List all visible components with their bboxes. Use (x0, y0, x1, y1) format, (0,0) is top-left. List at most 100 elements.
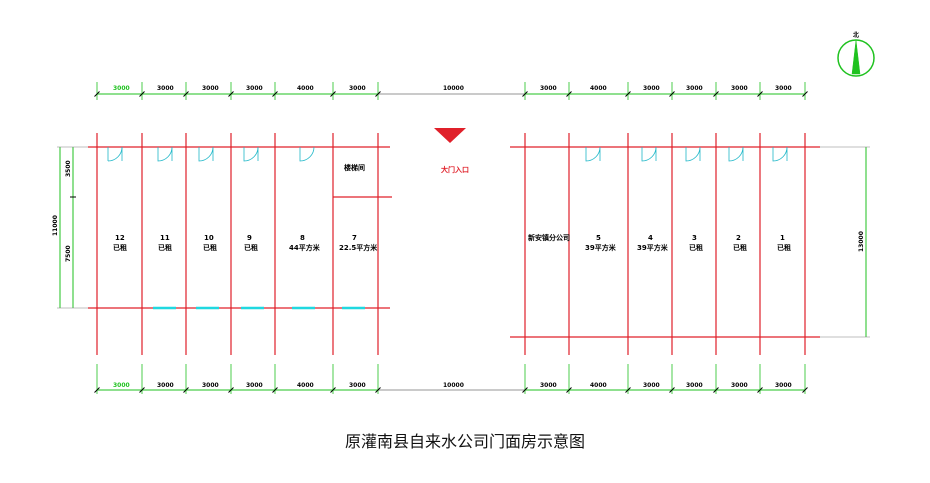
right-building (510, 133, 820, 355)
left-dim-total: 11000 (52, 215, 59, 236)
door-swing-icon (641, 146, 657, 162)
room-8-status: 44平方米 (289, 243, 321, 252)
bottom-dim-10: 3000 (643, 382, 660, 389)
room-8-number: 8 (300, 234, 305, 242)
dimension-tick (669, 91, 675, 97)
door-swing-icon (107, 146, 123, 162)
room-4-number: 4 (648, 234, 653, 242)
room-4-status: 39平方米 (637, 243, 669, 252)
top-dim-7: 10000 (443, 85, 464, 92)
left-dim-upper: 3500 (65, 160, 72, 177)
bottom-dim-6: 3000 (349, 382, 366, 389)
dimension-tick (330, 91, 336, 97)
dimension-tick (272, 91, 278, 97)
entrance-label: 大门入口 (441, 165, 469, 174)
bottom-dim-7: 10000 (443, 382, 464, 389)
bottom-dim-1: 3000 (113, 382, 130, 389)
top-dim-6: 3000 (349, 85, 366, 92)
bottom-dim-8: 3000 (540, 382, 557, 389)
room-1-number: 1 (780, 234, 785, 242)
room-1-status: 已租 (777, 243, 791, 252)
dimension-tick (713, 387, 719, 393)
dimension-tick (228, 91, 234, 97)
room-5-status: 39平方米 (585, 243, 617, 252)
dimension-tick (522, 387, 528, 393)
right-dimension: 13000 (805, 146, 870, 338)
bottom-dim-2: 3000 (157, 382, 174, 389)
bottom-dim-9: 4000 (590, 382, 607, 389)
room-5-number: 5 (596, 234, 601, 242)
dimension-tick (94, 91, 100, 97)
right-dim-total: 13000 (858, 231, 865, 252)
dimension-tick (375, 91, 381, 97)
top-dim-11: 3000 (686, 85, 703, 92)
dimension-tick (330, 387, 336, 393)
dimension-tick (802, 387, 808, 393)
room-7-number: 7 (352, 234, 357, 242)
dimension-tick (139, 387, 145, 393)
room-12-number: 12 (115, 234, 125, 242)
door-swing-icon (198, 146, 214, 162)
dimension-tick (139, 91, 145, 97)
dimension-tick (625, 387, 631, 393)
room-12-status: 已租 (113, 243, 127, 252)
dimension-tick (94, 387, 100, 393)
room-9-status: 已租 (244, 243, 258, 252)
left-dim-lower: 7500 (65, 245, 72, 262)
bottom-dim-11: 3000 (686, 382, 703, 389)
bottom-dim-12: 3000 (731, 382, 748, 389)
doors (107, 146, 788, 162)
dimension-tick (802, 91, 808, 97)
bottom-dim-13: 3000 (775, 382, 792, 389)
top-dim-13: 3000 (775, 85, 792, 92)
dimension-tick (228, 387, 234, 393)
page-title: 原灌南县自来水公司门面房示意图 (344, 432, 585, 451)
room-2-status: 已租 (733, 243, 747, 252)
door-swing-icon (685, 146, 701, 162)
north-label: 北 (853, 31, 859, 39)
dimension-tick (757, 91, 763, 97)
dimension-tick (272, 387, 278, 393)
main-entrance: 大门入口 (434, 128, 469, 174)
top-dim-4: 3000 (246, 85, 263, 92)
compass-needle-icon (851, 39, 861, 75)
room-labels: 12 已租 11 已租 10 已租 9 已租 8 44平方米 7 22.5平方米… (113, 233, 791, 252)
door-swing-icon (585, 146, 601, 162)
room-7-status: 22.5平方米 (339, 243, 378, 252)
room-3-status: 已租 (689, 243, 703, 252)
bottom-dim-4: 3000 (246, 382, 263, 389)
dimension-tick (183, 91, 189, 97)
dimension-ticks (94, 82, 808, 394)
top-dimensions: 3000 3000 3000 3000 4000 3000 10000 3000… (113, 85, 792, 92)
room-2-number: 2 (736, 234, 741, 242)
top-dim-3: 3000 (202, 85, 219, 92)
dimension-tick (757, 387, 763, 393)
stairwell-label: 楼梯间 (344, 163, 365, 172)
room-10-number: 10 (204, 234, 214, 242)
top-dim-5: 4000 (297, 85, 314, 92)
room-10-status: 已租 (203, 243, 217, 252)
left-dimensions: 3500 7500 11000 (52, 146, 97, 309)
room-11-number: 11 (160, 234, 170, 242)
dimension-tick (522, 91, 528, 97)
dimension-tick (625, 91, 631, 97)
top-dim-9: 4000 (590, 85, 607, 92)
door-swing-icon (243, 146, 259, 162)
dimension-tick (669, 387, 675, 393)
north-compass: 北 (837, 31, 875, 77)
door-swing-icon (772, 146, 788, 162)
dimension-tick (566, 91, 572, 97)
door-swing-icon (157, 146, 173, 162)
room-3-number: 3 (692, 234, 697, 242)
branch-office-label: 新安镇分公司 (528, 233, 570, 242)
left-building (88, 133, 392, 355)
dimension-tick (375, 387, 381, 393)
dimension-tick (566, 387, 572, 393)
top-dim-10: 3000 (643, 85, 660, 92)
door-swing-icon (299, 146, 315, 162)
door-swing-icon (728, 146, 744, 162)
bottom-dimensions: 3000 3000 3000 3000 4000 3000 10000 3000… (113, 382, 792, 389)
bottom-dim-5: 4000 (297, 382, 314, 389)
entrance-arrow-icon (434, 128, 466, 143)
